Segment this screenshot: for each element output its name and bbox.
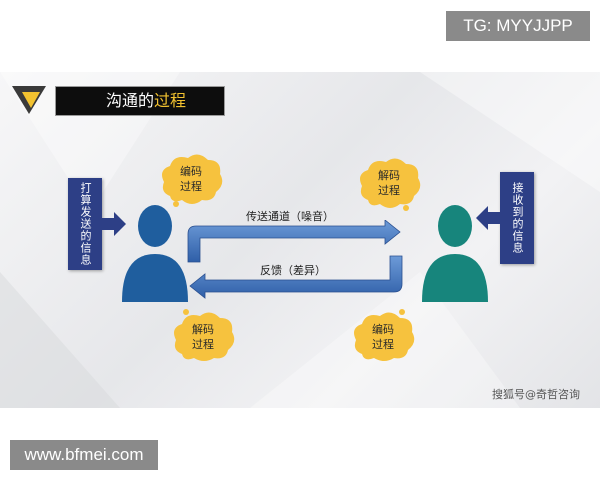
- feedback-arrow: [189, 255, 403, 299]
- thought-cloud-icon: [354, 309, 415, 361]
- cloud-line-1: 编码: [372, 323, 394, 336]
- watermark-text: 搜狐号@奇哲咨询: [492, 388, 580, 401]
- cloud-line-1: 解码: [192, 323, 214, 336]
- receiver-person-icon: [422, 205, 488, 302]
- feedback-label: 反馈（差异）: [260, 264, 326, 277]
- footer-badge: www.bfmei.com: [10, 440, 158, 470]
- cloud-line-2: 过程: [372, 338, 394, 351]
- sender-person-icon: [122, 205, 188, 302]
- thought-cloud-icon: [360, 158, 421, 211]
- thought-cloud-icon: [162, 154, 223, 207]
- cloud-decode-left: 解码过程: [170, 304, 236, 362]
- cloud-encode-right: 编码过程: [350, 304, 416, 362]
- header-badge: TG: MYYJJPP: [446, 11, 590, 41]
- cloud-encode-left: 编码过程: [158, 152, 224, 210]
- receiver-message-label: 接收到的信息: [511, 182, 524, 254]
- sender-arrow-icon: [102, 212, 126, 236]
- cloud-line-2: 过程: [192, 338, 214, 351]
- cloud-decode-right: 解码过程: [356, 156, 422, 214]
- communication-loop-arrows: [187, 220, 403, 299]
- title-part2: 过程: [154, 91, 187, 110]
- title-part1: 沟通的: [106, 91, 155, 110]
- logo-icon: [12, 86, 46, 114]
- sender-message-label: 打算发送的信息: [79, 182, 92, 266]
- diagram-slide: 沟通的过程 打算发送的信息 接收到的信息 编码过程 解码过程: [0, 72, 600, 408]
- cloud-line-2: 过程: [378, 184, 400, 197]
- transmit-arrow: [187, 220, 401, 263]
- transmit-channel-label: 传送通道（噪音）: [246, 210, 334, 223]
- thought-cloud-icon: [174, 309, 235, 361]
- receiver-message-box: 接收到的信息: [500, 172, 534, 264]
- sender-message-box: 打算发送的信息: [68, 178, 102, 270]
- cloud-line-2: 过程: [180, 180, 202, 193]
- slide-title: 沟通的过程: [55, 86, 225, 116]
- cloud-line-1: 解码: [378, 169, 400, 182]
- receiver-arrow-icon: [476, 206, 500, 230]
- cloud-line-1: 编码: [180, 165, 202, 178]
